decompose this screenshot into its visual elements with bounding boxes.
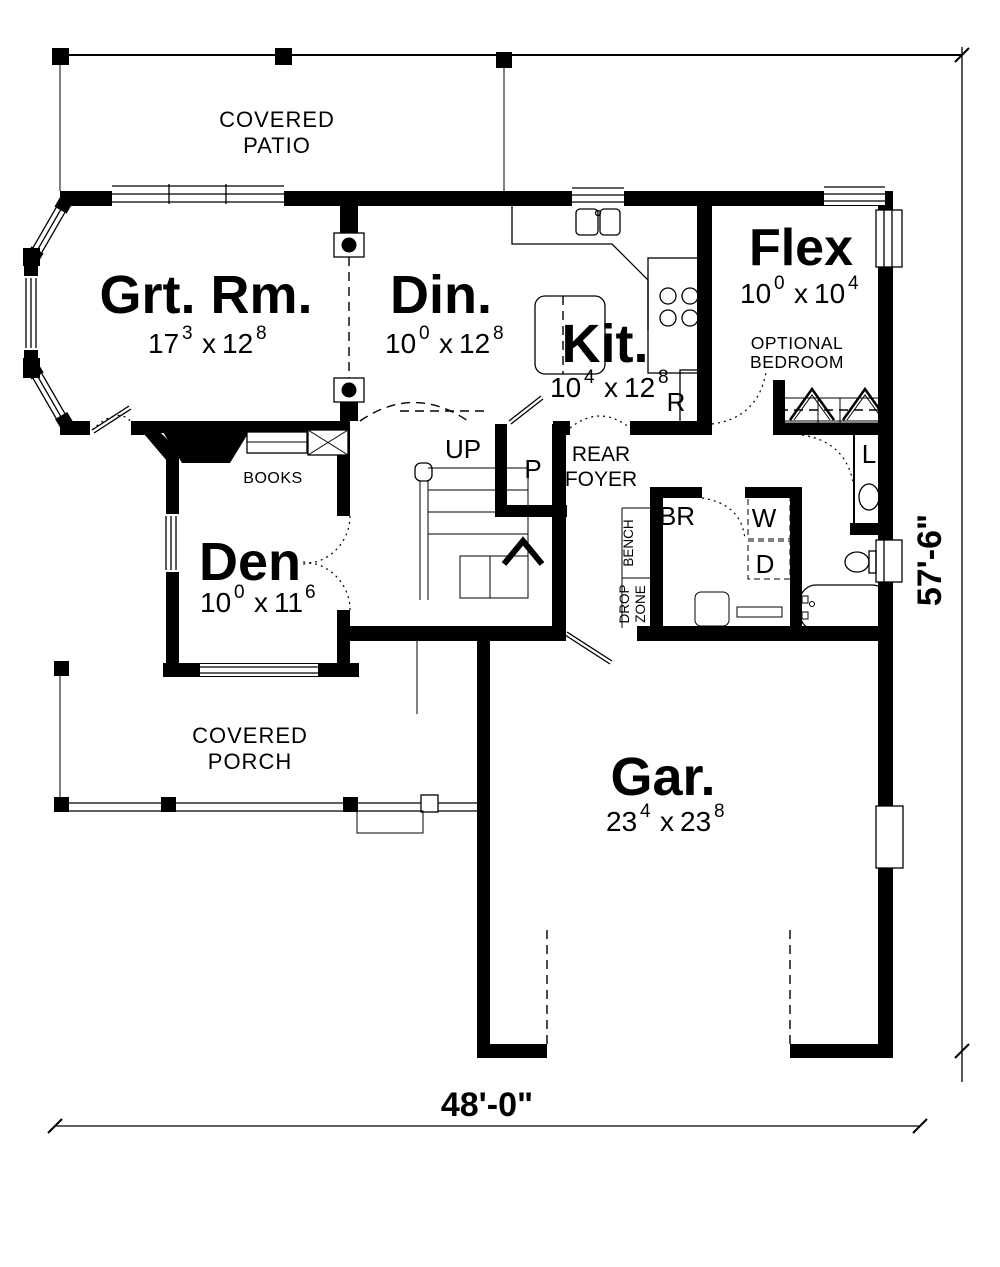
label-dryer: D <box>756 549 775 579</box>
garage-dim-2-sup: 8 <box>714 801 725 822</box>
kitchen-fixtures <box>511 206 711 431</box>
flex-dim-sep: x <box>794 278 808 309</box>
den-dim-1: 10 <box>200 587 231 618</box>
flex-dim-2: 10 <box>814 278 845 309</box>
covered-porch <box>54 661 477 834</box>
room-labels: Grt. Rm. 17 3 x 12 8 Din. 10 0 x 12 8 Ki… <box>99 219 859 837</box>
rear-foyer-label-2: FOYER <box>565 468 637 491</box>
garage-dim-1: 23 <box>606 806 637 837</box>
bench-drop-zone <box>621 507 783 628</box>
garage-dim-sep: x <box>660 806 674 837</box>
dimension-height: 57'-6" <box>911 514 949 606</box>
label-drop: DROP <box>617 584 632 623</box>
label-washer: W <box>752 503 777 533</box>
covered-porch-label-1: COVERED <box>192 723 308 748</box>
covered-patio-label-1: COVERED <box>219 107 335 132</box>
den-dim-2: 11 <box>274 587 303 618</box>
dining-dim-2: 12 <box>459 328 490 359</box>
garage-dim-2: 23 <box>680 806 711 837</box>
dimension-width: 48'-0" <box>441 1086 533 1124</box>
room-label-flex: Flex <box>749 219 853 277</box>
area-labels: COVERED PATIO COVERED PORCH REAR FOYER <box>192 107 637 774</box>
bathroom-fixtures <box>799 483 889 631</box>
covered-patio <box>52 48 962 191</box>
label-linen: L <box>862 439 876 469</box>
dining-dim-1: 10 <box>385 328 416 359</box>
flex-dim-1: 10 <box>740 278 771 309</box>
great-room-dim-1: 17 <box>148 328 179 359</box>
kitchen-dim-sep: x <box>604 372 618 403</box>
label-pantry: P <box>524 454 541 484</box>
great-room-dim-sep: x <box>202 328 216 359</box>
great-room-dim-2: 12 <box>222 328 253 359</box>
flex-note-2: BEDROOM <box>750 352 844 372</box>
windows <box>23 183 904 869</box>
label-bench: BENCH <box>621 519 636 566</box>
dining-dim-sep: x <box>439 328 453 359</box>
dimension-lines: 48'-0" 57'-6" <box>47 47 970 1134</box>
flex-note-1: OPTIONAL <box>751 333 844 353</box>
room-label-garage: Gar. <box>610 747 715 807</box>
fireplace-and-bookcase <box>163 429 349 463</box>
covered-patio-label-2: PATIO <box>243 133 311 158</box>
great-room-dim-2-sup: 8 <box>256 323 267 344</box>
covered-porch-label-2: PORCH <box>208 749 292 774</box>
den-dim-sep: x <box>254 587 268 618</box>
label-up: UP <box>445 434 481 464</box>
rear-foyer-label-1: REAR <box>572 443 630 466</box>
kitchen-dim-2-sup: 8 <box>658 367 669 388</box>
label-zone: ZONE <box>633 585 648 623</box>
dining-dim-2-sup: 8 <box>493 323 504 344</box>
kitchen-dim-2: 12 <box>624 372 655 403</box>
den-dim-1-sup: 0 <box>234 582 245 603</box>
room-label-den: Den <box>199 532 301 592</box>
dining-dim-1-sup: 0 <box>419 323 430 344</box>
doors <box>91 371 855 665</box>
kitchen-dim-1: 10 <box>550 372 581 403</box>
label-books: BOOKS <box>243 470 302 487</box>
staircase <box>400 410 545 600</box>
room-label-great-room: Grt. Rm. <box>99 265 312 325</box>
laundry-fixtures <box>747 496 791 580</box>
label-bedroom-br: BR <box>659 501 695 531</box>
kitchen-dim-1-sup: 4 <box>584 367 595 388</box>
room-label-kitchen: Kit. <box>562 314 649 374</box>
garage-dim-1-sup: 4 <box>640 801 651 822</box>
fixture-labels: UP P R BR W D L BOOKS BENCH DROP ZONE <box>243 387 876 624</box>
room-label-dining: Din. <box>390 265 492 325</box>
flex-dim-1-sup: 0 <box>774 273 785 294</box>
closet-fixtures <box>776 386 889 424</box>
den-dim-2-sup: 6 <box>305 582 316 603</box>
flex-dim-2-sup: 4 <box>848 273 859 294</box>
label-refrigerator: R <box>667 387 686 417</box>
great-room-dim-1-sup: 3 <box>182 323 193 344</box>
